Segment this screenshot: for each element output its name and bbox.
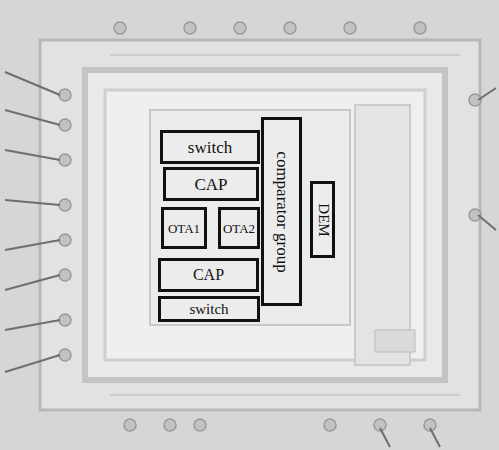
- block-label: DEM: [315, 203, 330, 236]
- block-label: switch: [189, 302, 228, 317]
- block-label: switch: [188, 139, 232, 156]
- comparator-block: comparator group: [261, 117, 302, 306]
- switch-block: switch: [158, 296, 260, 322]
- ota-block: OTA1: [161, 207, 207, 249]
- block-label: CAP: [193, 267, 224, 283]
- block-label: OTA1: [168, 222, 200, 235]
- dem-block: DEM: [310, 181, 335, 258]
- capacitor-block: CAP: [163, 167, 259, 201]
- ota-block: OTA2: [218, 207, 260, 249]
- block-label: comparator group: [273, 151, 290, 272]
- switch-block: switch: [160, 130, 260, 164]
- capacitor-block: CAP: [158, 258, 259, 292]
- block-label: CAP: [194, 176, 227, 193]
- block-label: OTA2: [223, 222, 255, 235]
